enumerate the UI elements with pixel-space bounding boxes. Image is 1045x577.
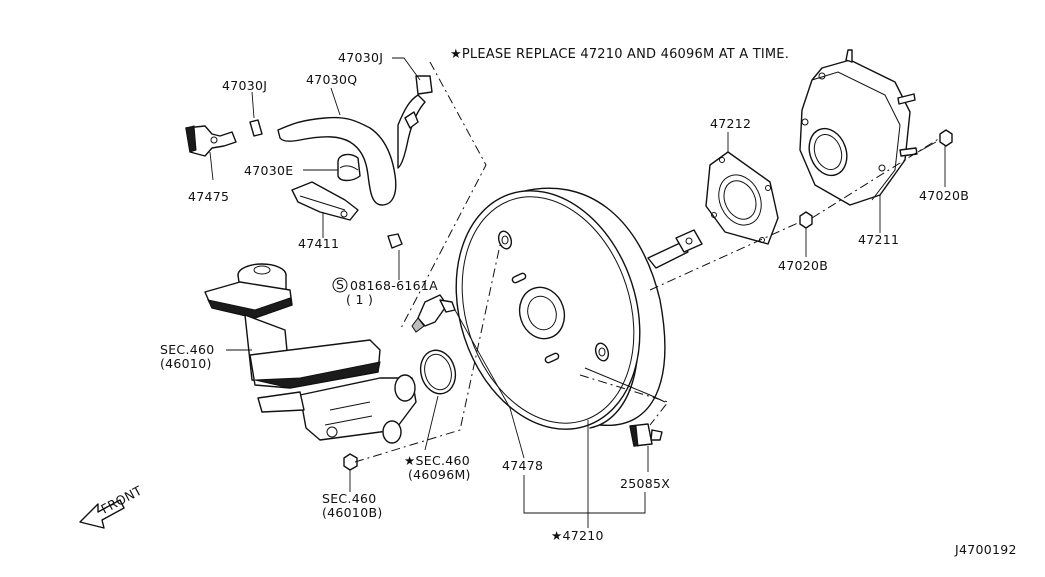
nut-bottom [343,453,358,471]
label-sec460-a1: SEC.460 [160,342,215,357]
label-sec460-a2: (46010) [160,356,212,371]
o-ring [419,349,457,395]
label-sec460-c1: SEC.460 [322,491,377,506]
hose-bracket [291,181,403,249]
label-front: FRONT [98,483,144,517]
label-47212: 47212 [710,116,751,131]
label-sec460-c2: (46010B) [322,505,383,520]
label-47030J-top: 47030J [338,50,383,65]
label-bolt-code: 08168-6161A [350,278,438,293]
bolt-callout: S 08168-6161A ( 1 ) [332,277,438,307]
gasket-47212 [705,151,779,245]
label-sec460-b1: ★SEC.460 [404,453,470,468]
label-47210: ★47210 [551,528,604,543]
label-25085X: 25085X [620,476,670,491]
check-valve [411,294,456,333]
label-47030E: 47030E [244,163,293,178]
diagram-id: J4700192 [954,542,1017,557]
label-47020B-right: 47020B [919,188,969,203]
label-47475: 47475 [188,189,229,204]
sensor-25085X [629,423,663,447]
label-47030Q: 47030Q [306,72,357,87]
leader-lines [209,57,946,528]
note-text: ★PLEASE REPLACE 47210 AND 46096M AT A TI… [450,47,789,62]
brake-booster [455,187,703,430]
plate-47211 [799,49,918,206]
front-arrow [79,499,125,529]
label-47211: 47211 [858,232,899,247]
center-lines [354,61,941,463]
nut-47020B-right [917,129,953,153]
label-47030J-left: 47030J [222,78,267,93]
label-47478: 47478 [502,458,543,473]
vacuum-hose [185,75,433,206]
label-sec460-b2: (46096M) [408,467,471,482]
bolt-circle-letter: S [336,277,344,292]
nut-47020B-mid [799,211,813,229]
label-47020B-mid: 47020B [778,258,828,273]
label-bolt-qty: ( 1 ) [346,292,373,307]
master-cylinder [204,263,417,444]
label-47411: 47411 [298,236,339,251]
